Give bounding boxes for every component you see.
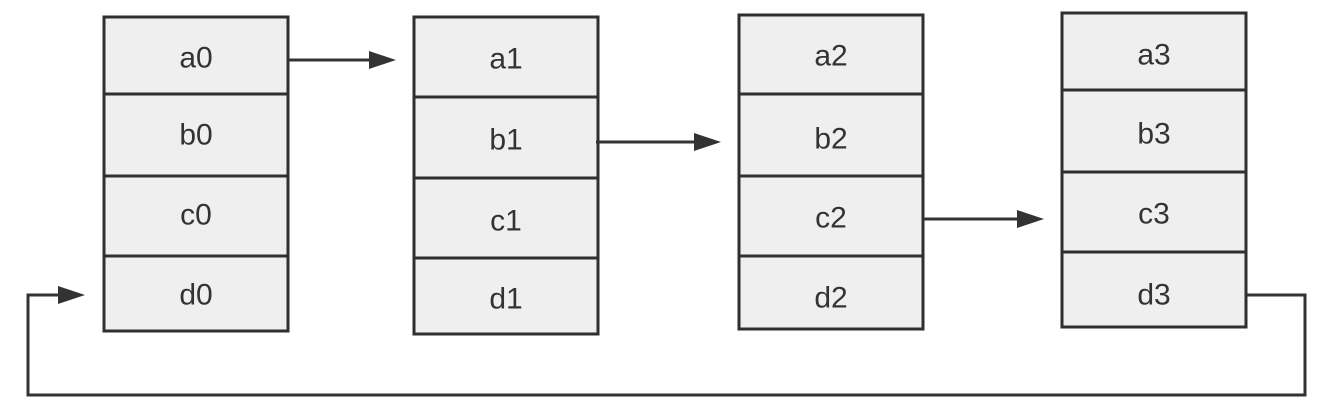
- cell-box: [737, 174, 925, 258]
- cell-label: d0: [179, 279, 212, 312]
- cell-box: [102, 92, 290, 178]
- arrow-a0-to-a1: [289, 51, 396, 69]
- arrowhead: [694, 133, 721, 151]
- cell-b1: b1: [412, 95, 600, 180]
- cell-label: c0: [180, 199, 212, 232]
- cell-label: d1: [489, 283, 522, 316]
- cell-d2: d2: [737, 254, 925, 331]
- cell-c0: c0: [102, 174, 290, 258]
- arrowhead: [369, 51, 396, 69]
- loop-arrow-d3-to-d0: [26, 286, 1307, 397]
- cell-b2: b2: [737, 92, 925, 178]
- cell-label: d3: [1137, 279, 1170, 312]
- cell-label: c2: [815, 202, 847, 235]
- cell-label: b1: [489, 124, 522, 157]
- cell-d1: d1: [412, 256, 600, 336]
- cell-a0: a0: [102, 15, 290, 96]
- cell-box: [737, 92, 925, 178]
- arrowhead: [58, 286, 85, 304]
- cell-label: c3: [1138, 198, 1170, 231]
- column-1: a1 b1 c1 d1: [412, 15, 600, 336]
- cell-d3: d3: [1060, 250, 1248, 329]
- cell-d0: d0: [102, 254, 290, 333]
- cell-c2: c2: [737, 174, 925, 258]
- cell-b0: b0: [102, 92, 290, 178]
- cell-label: a3: [1137, 39, 1170, 72]
- cell-b3: b3: [1060, 88, 1248, 174]
- cell-label: d2: [814, 282, 847, 315]
- cell-a1: a1: [412, 15, 600, 99]
- cell-label: a2: [814, 40, 847, 73]
- cell-label: a0: [179, 42, 212, 75]
- cell-label: b0: [179, 119, 212, 152]
- cell-box: [102, 254, 290, 333]
- cell-label: c1: [490, 205, 522, 238]
- cell-box: [1060, 250, 1248, 329]
- column-2: a2 b2 c2 d2: [737, 13, 925, 331]
- column-0: a0 b0 c0 d0: [102, 15, 290, 333]
- cell-label: b3: [1137, 118, 1170, 151]
- arrowhead: [1017, 210, 1044, 228]
- cell-box: [737, 254, 925, 331]
- cell-label: b2: [814, 123, 847, 156]
- cell-box: [412, 256, 600, 336]
- arrow-b1-to-b2: [596, 133, 721, 151]
- cell-a3: a3: [1060, 11, 1248, 92]
- cell-a2: a2: [737, 13, 925, 96]
- cell-c3: c3: [1060, 170, 1248, 254]
- cell-box: [412, 95, 600, 180]
- arrow-c2-to-c3: [923, 210, 1044, 228]
- cell-box: [102, 15, 290, 96]
- cell-label: a1: [489, 43, 522, 76]
- arrow-line: [26, 293, 1307, 397]
- column-3: a3 b3 c3 d3: [1060, 11, 1248, 329]
- cell-c1: c1: [412, 176, 600, 260]
- cell-box: [1060, 88, 1248, 174]
